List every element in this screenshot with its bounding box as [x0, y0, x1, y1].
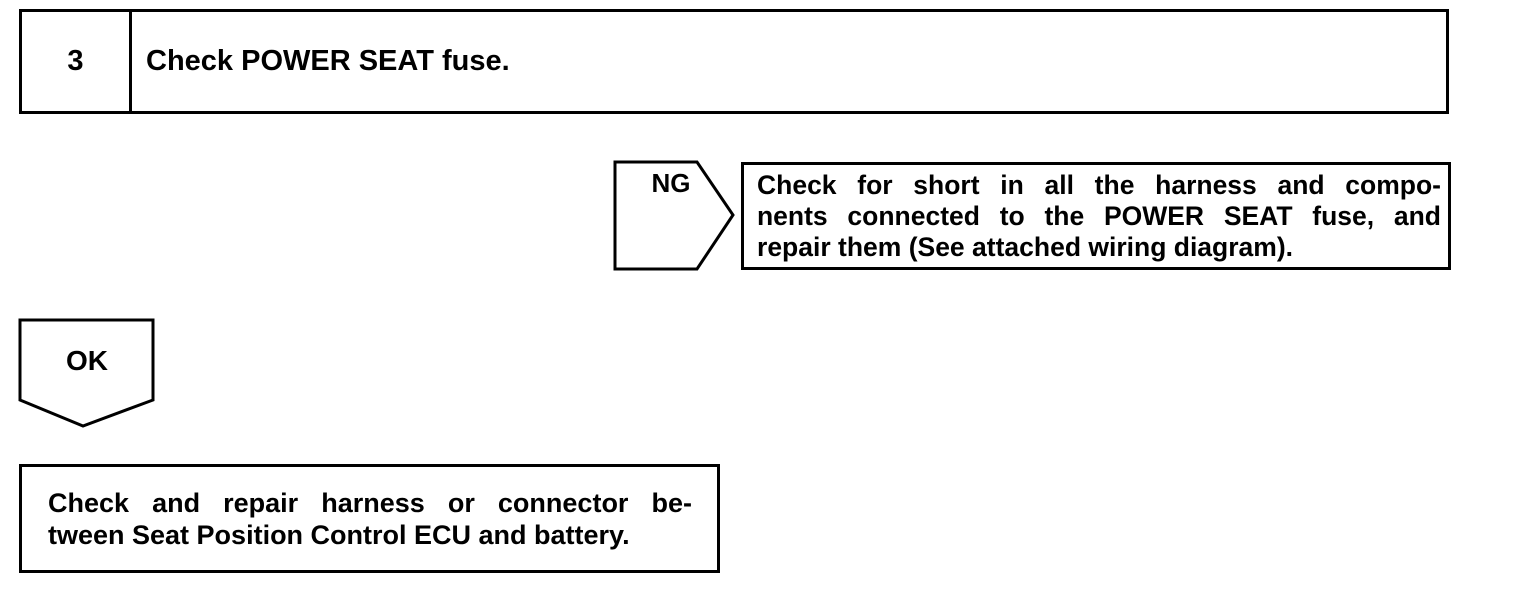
ng-action-line: nents connected to the POWER SEAT fuse, …: [757, 201, 1441, 231]
step-number: 3: [67, 45, 84, 77]
ng-arrow-shape: [613, 160, 735, 271]
ok-arrow-shape: [18, 318, 155, 428]
ng-action-box: [741, 162, 1451, 270]
ok-label: OK: [66, 345, 108, 376]
ok-action-text: Check and repair harness or connector be…: [48, 487, 692, 551]
ng-action-line: Check for short in all the harness and c…: [757, 170, 1441, 200]
ok-action-line: tween Seat Position Control ECU and batt…: [48, 520, 630, 550]
ng-action-line: repair them (See attached wiring diagram…: [757, 232, 1294, 262]
ng-label: NG: [651, 168, 691, 198]
step-divider: [129, 9, 132, 114]
ng-action-text: Check for short in all the harness and c…: [757, 170, 1441, 263]
ok-action-box: [19, 464, 720, 573]
ok-action-line: Check and repair harness or connector be…: [48, 488, 692, 518]
step-box: [19, 9, 1449, 114]
step-title: Check POWER SEAT fuse.: [146, 45, 510, 77]
